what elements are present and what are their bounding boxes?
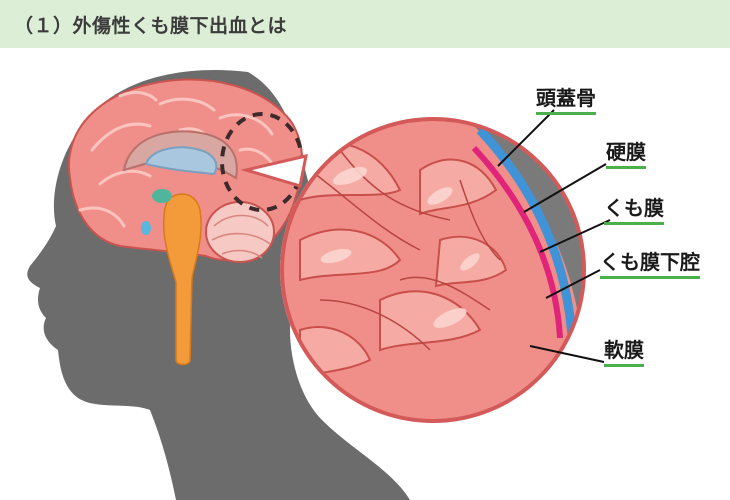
page-title: （１）外傷性くも膜下出血とは	[14, 15, 288, 37]
zoom-callout-pointer	[240, 154, 308, 188]
label-pia: 軟膜	[604, 338, 644, 367]
label-subarachnoid-space: くも膜下腔	[600, 250, 700, 279]
lateral-ventricle	[144, 146, 218, 176]
brainstem	[162, 193, 202, 366]
label-skull: 頭蓋骨	[536, 86, 596, 115]
zoom-circle	[280, 117, 586, 423]
pituitary	[141, 221, 151, 235]
brain-diagram	[27, 70, 611, 500]
label-dura: 硬膜	[606, 140, 646, 169]
label-arachnoid: くも膜	[604, 196, 664, 225]
arachnoid-layer	[476, 126, 577, 337]
title-banner: （１）外傷性くも膜下出血とは	[0, 0, 730, 48]
illustration-area: 頭蓋骨 硬膜 くも膜 くも膜下腔 軟膜	[0, 48, 730, 500]
leader-lines	[497, 109, 611, 363]
thalamus	[152, 189, 172, 203]
dura-layer	[471, 145, 563, 339]
cerebellum	[205, 201, 275, 263]
